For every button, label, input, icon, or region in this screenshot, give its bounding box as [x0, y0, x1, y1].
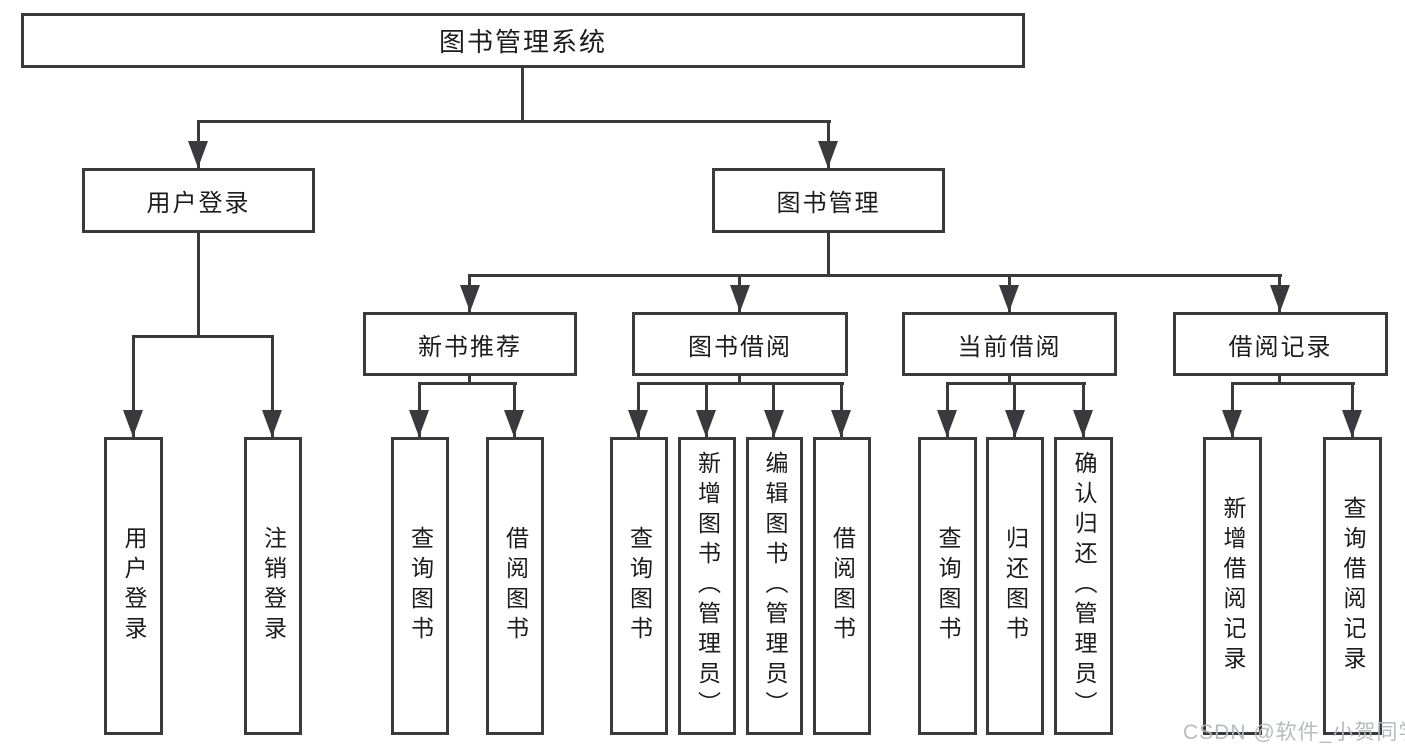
leaf-current-query-book-label: 查询图书: [935, 526, 961, 646]
connector-records-split: [1231, 382, 1355, 385]
connector-borrow-drop-3: [772, 382, 775, 437]
connector-borrow-drop-2: [705, 382, 708, 437]
node-book-management: 图书管理: [712, 168, 945, 233]
node-borrow-records: 借阅记录: [1173, 312, 1388, 376]
connector-recommend-drop-2: [513, 382, 516, 437]
connector-recommend-drop-1: [418, 382, 421, 437]
node-new-book-recommend-label: 新书推荐: [418, 333, 522, 361]
leaf-borrow-edit-book-admin-label: 编辑图书（管理员）: [762, 451, 788, 721]
node-borrow-records-label: 借阅记录: [1228, 333, 1333, 361]
connector-login-drop-1: [132, 335, 135, 437]
leaf-current-return-book-label: 归还图书: [1002, 526, 1029, 646]
node-root: 图书管理系统: [21, 13, 1025, 68]
arrow-down-icon: [409, 410, 429, 437]
leaf-logout: 注销登录: [244, 437, 302, 735]
connector-borrow-drop-1: [637, 382, 640, 437]
arrow-down-icon: [262, 410, 282, 437]
arrow-down-icon: [730, 285, 750, 312]
leaf-borrow-edit-book-admin: 编辑图书（管理员）: [746, 437, 803, 735]
arrow-down-icon: [123, 410, 143, 437]
connector-recommend-stem: [468, 376, 471, 385]
connector-records-drop-1: [1231, 382, 1234, 437]
connector-borrow-drop-4: [840, 382, 843, 437]
node-current-borrow-label: 当前借阅: [957, 333, 1062, 361]
connector-mgmt-split: [468, 274, 1282, 277]
connector-login-drop-2: [271, 335, 274, 437]
node-book-management-label: 图书管理: [776, 190, 881, 217]
arrow-down-icon: [1073, 410, 1093, 437]
leaf-user-login-label: 用户登录: [121, 526, 147, 646]
arrow-down-icon: [1222, 410, 1242, 437]
leaf-recommend-query-book: 查询图书: [391, 437, 449, 735]
connector-borrow-stem: [738, 376, 741, 385]
leaf-borrow-query-book-label: 查询图书: [626, 526, 653, 646]
arrow-down-icon: [831, 410, 851, 437]
arrow-down-icon: [1342, 410, 1362, 437]
arrow-down-icon: [188, 141, 208, 168]
arrow-down-icon: [628, 410, 648, 437]
leaf-user-login: 用户登录: [104, 437, 163, 735]
connector-current-split: [946, 382, 1086, 385]
leaf-borrow-borrow-book-label: 借阅图书: [829, 526, 856, 646]
connector-root-split: [197, 120, 831, 123]
node-book-borrow-label: 图书借阅: [688, 333, 792, 361]
arrow-down-icon: [937, 410, 957, 437]
node-root-label: 图书管理系统: [438, 27, 607, 57]
leaf-recommend-borrow-book: 借阅图书: [486, 437, 544, 735]
leaf-current-confirm-return-admin: 确认归还（管理员）: [1054, 437, 1113, 735]
connector-recommend-split: [418, 382, 517, 385]
arrow-down-icon: [1005, 410, 1025, 437]
leaf-current-return-book: 归还图书: [986, 437, 1044, 735]
leaf-records-query-record-label: 查询借阅记录: [1340, 496, 1366, 676]
node-book-borrow: 图书借阅: [632, 312, 848, 376]
arrow-down-icon: [818, 141, 838, 168]
leaf-borrow-add-book-admin-label: 新增图书（管理员）: [694, 451, 721, 721]
node-current-borrow: 当前借阅: [902, 312, 1117, 376]
arrow-down-icon: [460, 285, 480, 312]
leaf-records-add-record-label: 新增借阅记录: [1220, 496, 1246, 676]
node-user-login: 用户登录: [82, 168, 315, 233]
connector-login-stem: [197, 233, 200, 335]
leaf-current-query-book: 查询图书: [918, 437, 977, 735]
leaf-logout-label: 注销登录: [260, 526, 287, 646]
connector-records-drop-2: [1351, 382, 1354, 437]
node-new-book-recommend: 新书推荐: [363, 312, 577, 376]
leaf-recommend-borrow-book-label: 借阅图书: [502, 526, 529, 646]
connector-login-split: [132, 335, 274, 338]
connector-current-drop-1: [946, 382, 949, 437]
connector-current-stem: [1008, 376, 1011, 385]
leaf-borrow-add-book-admin: 新增图书（管理员）: [678, 437, 736, 735]
connector-current-drop-3: [1082, 382, 1085, 437]
arrow-down-icon: [999, 285, 1019, 312]
connector-root-stem: [521, 68, 524, 123]
connector-mgmt-stem: [827, 233, 830, 274]
csdn-watermark: CSDN @软件_小贺同学: [1183, 721, 1405, 744]
connector-records-stem: [1278, 376, 1281, 385]
arrow-down-icon: [696, 410, 716, 437]
connector-borrow-split: [637, 382, 844, 385]
arrow-down-icon: [764, 410, 784, 437]
leaf-borrow-query-book: 查询图书: [610, 437, 668, 735]
leaf-borrow-borrow-book: 借阅图书: [813, 437, 871, 735]
node-user-login-label: 用户登录: [146, 190, 251, 217]
leaf-records-add-record: 新增借阅记录: [1203, 437, 1262, 735]
arrow-down-icon: [1270, 285, 1290, 312]
leaf-current-confirm-return-admin-label: 确认归还（管理员）: [1071, 451, 1097, 721]
arrow-down-icon: [504, 410, 524, 437]
leaf-recommend-query-book-label: 查询图书: [407, 526, 434, 646]
connector-current-drop-2: [1013, 382, 1016, 437]
leaf-records-query-record: 查询借阅记录: [1323, 437, 1382, 735]
